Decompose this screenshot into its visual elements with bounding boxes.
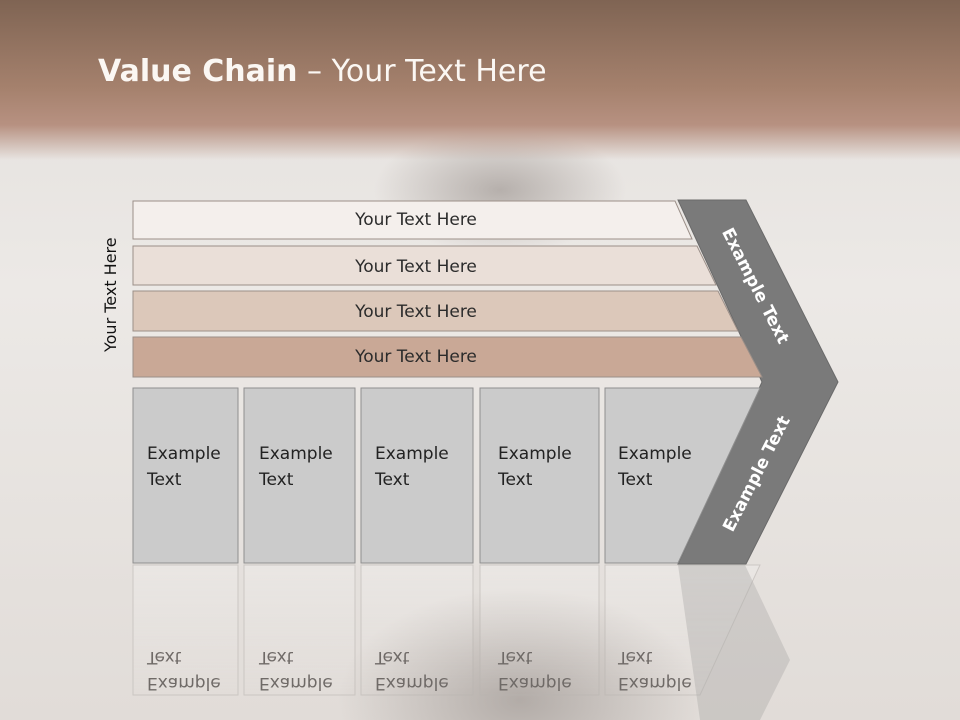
reflection-text-4a: Example [498,673,572,693]
header-band [0,0,960,160]
slide-title-bold: Value Chain [98,54,298,89]
column-box-3 [360,387,474,564]
column-1-line1: Example [147,444,221,464]
reflection-text-2a: Example [259,673,333,693]
column-box-4 [479,387,600,564]
bar-label-3: Your Text Here [354,302,477,322]
column-5-line2: Text [617,470,653,490]
reflection-box-2 [243,564,356,696]
reflection-box-4 [479,564,600,696]
slide-title-rest: – Your Text Here [297,54,547,89]
column-2-line2: Text [258,470,294,490]
bar-label-1: Your Text Here [354,210,477,230]
chevron-arrow [677,199,839,565]
reflection-text-1a: Example [147,673,221,693]
column-5-line1: Example [618,444,692,464]
reflection-texts: Example Text Example Text Example Text E… [146,647,692,693]
column-box-5 [604,387,761,564]
reflection-group [132,564,790,720]
bar-label-4: Your Text Here [354,347,477,367]
reflection-arrow [678,565,790,720]
bar-3 [132,290,739,332]
reflection-box-5 [604,564,761,696]
reflection-text-3a: Example [375,673,449,693]
reflection-box-3 [360,564,474,696]
column-4-line1: Example [498,444,572,464]
column-3-line1: Example [375,444,449,464]
bar-2 [132,245,717,286]
reflection-text-5a: Example [618,673,692,693]
reflection-box-1 [132,564,239,696]
bar-1 [132,200,693,240]
bar-4 [132,336,763,378]
reflection-text-3b: Text [374,647,410,667]
column-3-line2: Text [374,470,410,490]
column-box-1 [132,387,239,564]
reflection-text-5b: Text [617,647,653,667]
column-1-line2: Text [146,470,182,490]
column-4-line2: Text [497,470,533,490]
slide-title: Value Chain – Your Text Here [98,54,547,89]
column-box-2 [243,387,356,564]
reflection-text-2b: Text [258,647,294,667]
reflection-text-1b: Text [146,647,182,667]
column-2-line1: Example [259,444,333,464]
bar-label-2: Your Text Here [354,257,477,277]
reflection-text-4b: Text [497,647,533,667]
